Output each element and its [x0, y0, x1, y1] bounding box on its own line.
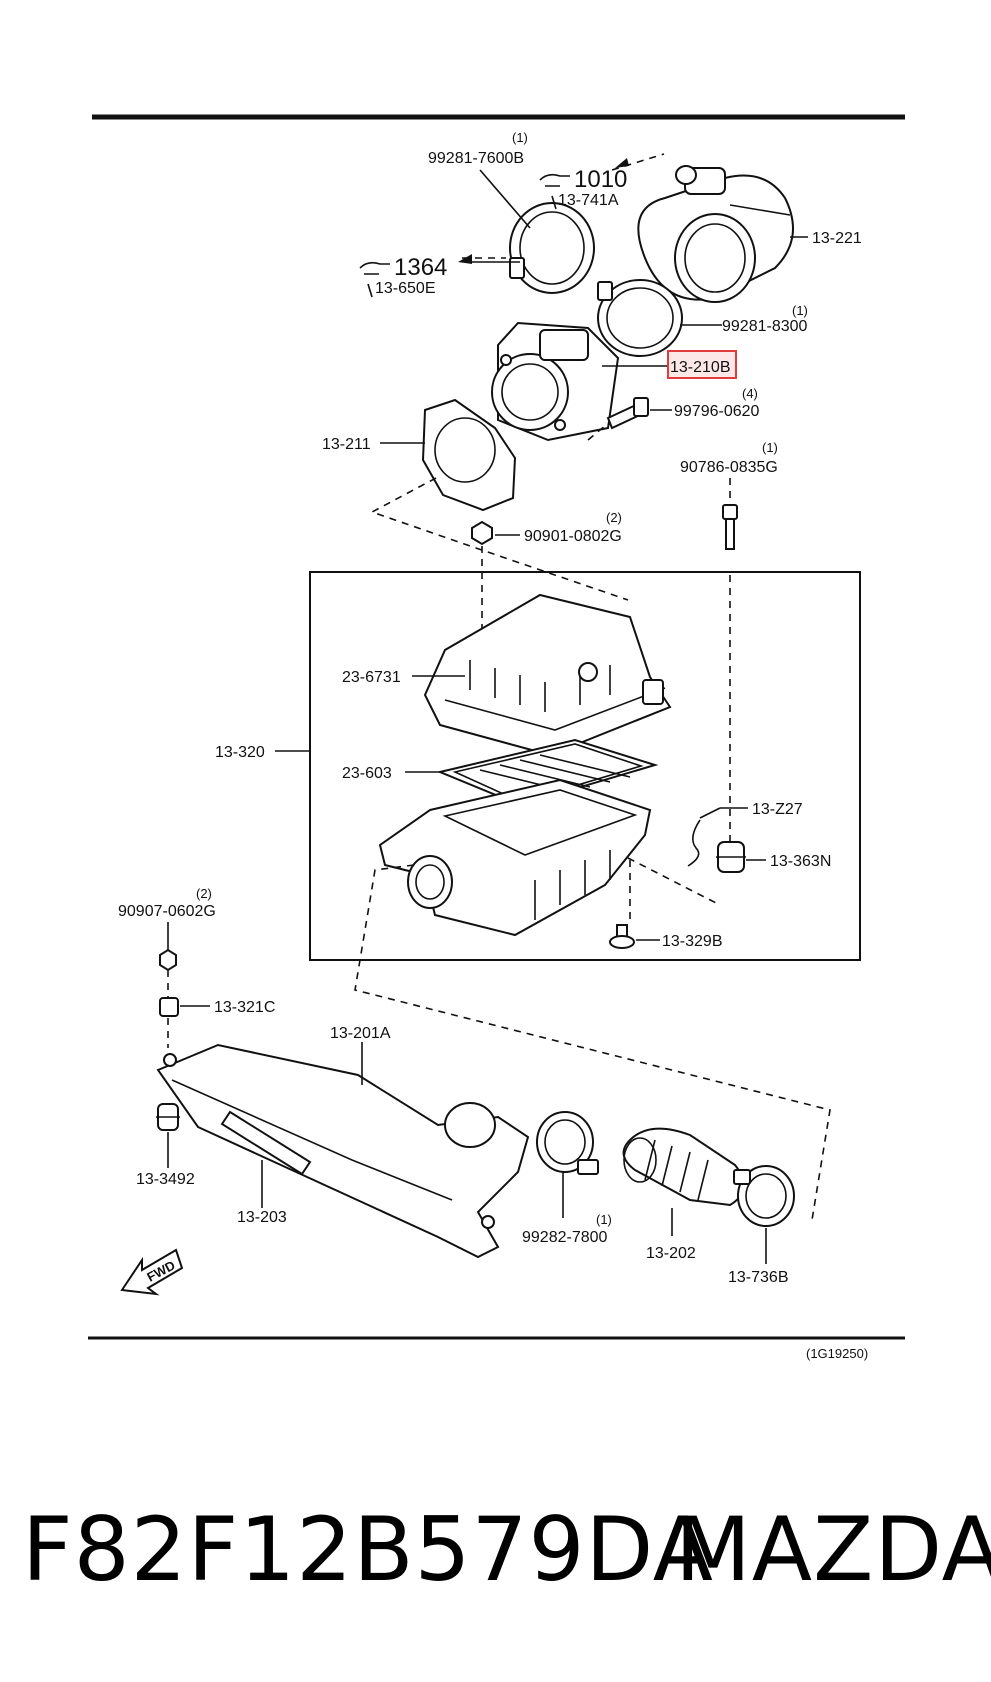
- label-90901-0802g: 90901-0802G: [524, 528, 622, 545]
- label-13-z27: 13-Z27: [752, 801, 803, 818]
- bolt-90786-0835g: [722, 504, 738, 550]
- qty-99281-7600b: (1): [512, 130, 528, 145]
- ref-13-650e: 13-650E: [375, 280, 436, 297]
- intake-hose-13-202: [622, 1127, 745, 1207]
- parts-diagram: 99281-7600B (1) 1010 13-741A 1364 13-650…: [88, 114, 905, 1361]
- intake-duct-13-201a: [156, 1043, 530, 1259]
- ref-1010: 1010: [574, 166, 627, 193]
- screw-13-329b: [609, 924, 635, 949]
- air-cleaner-cover-23-6731: [423, 593, 672, 757]
- seal-strip-13-203: [220, 1110, 312, 1176]
- brand-name: MAZDA: [675, 1498, 991, 1601]
- label-23-6731: 23-6731: [342, 669, 401, 686]
- qty-90907-0602g: (2): [196, 886, 212, 901]
- hose-clamp-13-736b: [733, 1165, 795, 1227]
- qty-90786-0835g: (1): [762, 440, 778, 455]
- part-number: F82F12B579DA: [22, 1498, 714, 1601]
- label-13-3492: 13-3492: [136, 1171, 195, 1188]
- bolt-99796-0620: [606, 397, 649, 430]
- nut-90901-0802g: [471, 520, 493, 546]
- label-13-321c: 13-321C: [214, 999, 275, 1016]
- air-cleaner-case: [378, 778, 652, 937]
- collar-13-321c: [159, 997, 179, 1017]
- label-13-211: 13-211: [322, 436, 371, 453]
- footer: F82F12B579DA MAZDA: [0, 1500, 991, 1640]
- label-13-201a: 13-201A: [330, 1025, 391, 1042]
- label-90786-0835g: 90786-0835G: [680, 459, 778, 476]
- ref-1364: 1364: [394, 254, 447, 281]
- diagram-ref-code: (1G19250): [806, 1346, 868, 1361]
- grommet-13-363n: [716, 841, 746, 873]
- throttle-body-13-210b: [491, 321, 620, 442]
- hose-clamp-99281-7600b: [509, 202, 595, 294]
- label-23-603: 23-603: [342, 765, 392, 782]
- label-13-210b: 13-210B: [670, 359, 731, 376]
- qty-99282-7800: (1): [596, 1212, 612, 1227]
- label-99282-7800: 99282-7800: [522, 1229, 608, 1246]
- label-99796-0620: 99796-0620: [674, 403, 760, 420]
- fwd-arrow-icon: FWD: [120, 1248, 184, 1296]
- hand-pointer-icon: [359, 261, 390, 275]
- hose-clamp-99281-8300: [597, 279, 683, 357]
- nut-90907-0602g: [159, 948, 177, 972]
- label-13-221: 13-221: [812, 230, 862, 247]
- air-filter-element-23-603: [436, 738, 659, 807]
- air-flow-meter-13-221: [637, 165, 794, 303]
- qty-90901-0802g: (2): [606, 510, 622, 525]
- label-13-203: 13-203: [237, 1209, 287, 1226]
- ref-13-741a: 13-741A: [558, 192, 619, 209]
- qty-99281-8300: (1): [792, 303, 808, 318]
- clip-13-z27: [687, 819, 701, 867]
- label-13-736b: 13-736B: [728, 1269, 789, 1286]
- rubber-mount-13-3492: [156, 1103, 180, 1131]
- label-99281-8300: 99281-8300: [722, 318, 808, 335]
- highlight-box: [667, 350, 737, 379]
- label-13-320: 13-320: [215, 744, 265, 761]
- qty-99796-0620: (4): [742, 386, 758, 401]
- hand-pointer-icon: [539, 173, 570, 187]
- label-90907-0602g: 90907-0602G: [118, 903, 216, 920]
- air-cleaner-frame: [309, 571, 861, 961]
- label-99281-7600b: 99281-7600B: [428, 150, 524, 167]
- label-13-202: 13-202: [646, 1245, 696, 1262]
- gasket-13-211: [421, 398, 517, 512]
- label-13-329b: 13-329B: [662, 933, 723, 950]
- label-13-363n: 13-363N: [770, 853, 831, 870]
- hose-clamp-99282-7800: [536, 1111, 599, 1175]
